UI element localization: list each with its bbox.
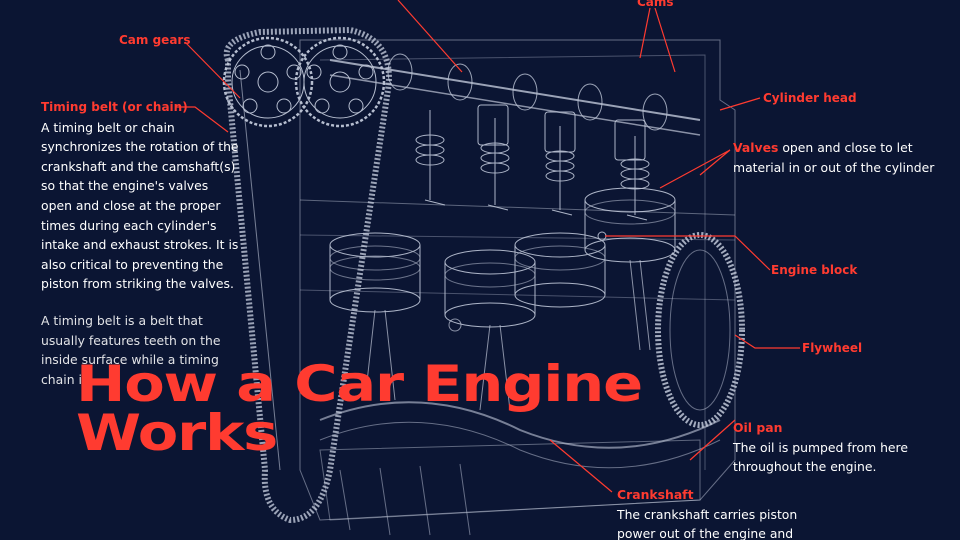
page-title: How a Car Engine Works — [76, 355, 643, 462]
timing-belt-paragraph-1: A timing belt or chain synchronizes the … — [41, 119, 239, 292]
page-title-line-1: How a Car Engine — [76, 355, 643, 413]
valves-text: open and close to let material in or out… — [733, 140, 935, 175]
label-engine-block: Engine block — [771, 263, 858, 277]
timing-belt-paragraph-2: A timing belt is a belt that usually fea… — [41, 312, 221, 387]
oil-pan-label: Oil pan — [733, 420, 783, 435]
page-title-line-2: Works — [76, 404, 278, 462]
label-cam-gears: Cam gears — [119, 33, 191, 47]
crankshaft-description: Crankshaft The crankshaft carries piston… — [617, 485, 807, 540]
crankshaft-text: The crankshaft carries piston power out … — [617, 506, 798, 540]
valves-label: Valves — [733, 140, 779, 155]
oil-pan-description: Oil pan The oil is pumped from here thro… — [733, 418, 913, 477]
label-cylinder-head: Cylinder head — [763, 91, 857, 105]
oil-pan-text: The oil is pumped from here throughout t… — [733, 439, 908, 475]
timing-belt-title: Timing belt (or chain) — [41, 100, 188, 114]
label-cams: Cams — [637, 0, 674, 9]
timing-belt-description: Timing belt (or chain) A timing belt or … — [41, 98, 241, 389]
valves-description: Valves open and close to let material in… — [733, 138, 943, 177]
label-flywheel: Flywheel — [802, 341, 863, 355]
crankshaft-label: Crankshaft — [617, 487, 694, 502]
